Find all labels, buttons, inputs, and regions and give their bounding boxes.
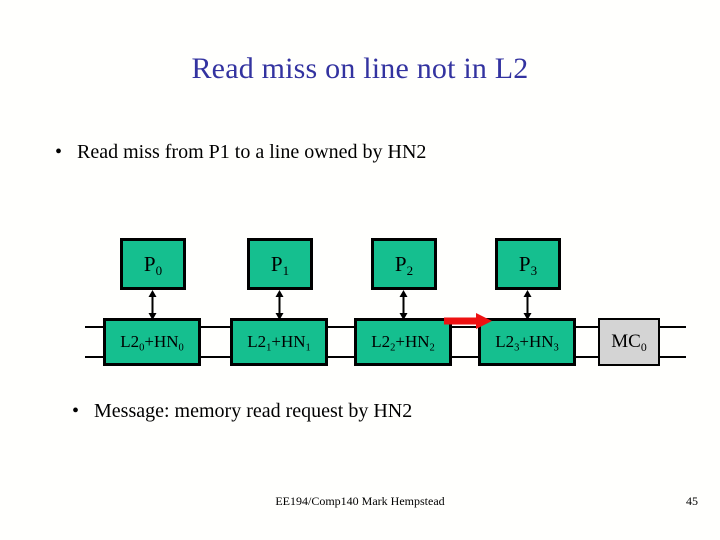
processor-box-0[interactable]: P0 xyxy=(120,238,186,290)
cache-box-1[interactable]: L21+HN1 xyxy=(230,318,328,366)
cache-label-2: L22+HN2 xyxy=(371,332,435,354)
cache-box-2[interactable]: L22+HN2 xyxy=(354,318,452,366)
processor-box-2[interactable]: P2 xyxy=(371,238,437,290)
bullet-message: • Message: memory read request by HN2 xyxy=(72,400,412,423)
processor-box-3[interactable]: P3 xyxy=(495,238,561,290)
processor-label-2: P2 xyxy=(394,251,414,278)
cache-label-3: L23+HN3 xyxy=(495,332,559,354)
connector-arrow-3 xyxy=(522,290,533,320)
footer-page-number: 45 xyxy=(686,494,698,508)
processor-label-3: P3 xyxy=(518,251,538,278)
processor-label-1: P1 xyxy=(270,251,290,278)
connector-arrow-2 xyxy=(398,290,409,320)
page-title-text: Read miss on line not in L2 xyxy=(191,52,529,85)
page-title: Read miss on line not in L2 xyxy=(0,52,720,86)
bullet-marker-icon-2: • xyxy=(72,400,80,422)
connector-arrow-1 xyxy=(274,290,285,320)
memory-controller-box[interactable]: MC0 xyxy=(598,318,660,366)
cache-box-3[interactable]: L23+HN3 xyxy=(478,318,576,366)
bullet-message-text: Message: memory read request by HN2 xyxy=(94,400,413,422)
cache-box-0[interactable]: L20+HN0 xyxy=(103,318,201,366)
footer-course: EE194/Comp140 Mark Hempstead xyxy=(275,494,445,508)
memory-controller-label: MC0 xyxy=(611,331,647,354)
bullet-read-miss: • Read miss from P1 to a line owned by HN… xyxy=(55,141,426,164)
connector-arrow-0 xyxy=(147,290,158,320)
cache-label-0: L20+HN0 xyxy=(120,332,184,354)
bullet-read-miss-text: Read miss from P1 to a line owned by HN2 xyxy=(77,141,427,163)
message-arrow-icon xyxy=(444,312,492,330)
bullet-marker-icon: • xyxy=(55,141,63,163)
cache-label-1: L21+HN1 xyxy=(247,332,311,354)
processor-box-1[interactable]: P1 xyxy=(247,238,313,290)
processor-label-0: P0 xyxy=(143,251,163,278)
